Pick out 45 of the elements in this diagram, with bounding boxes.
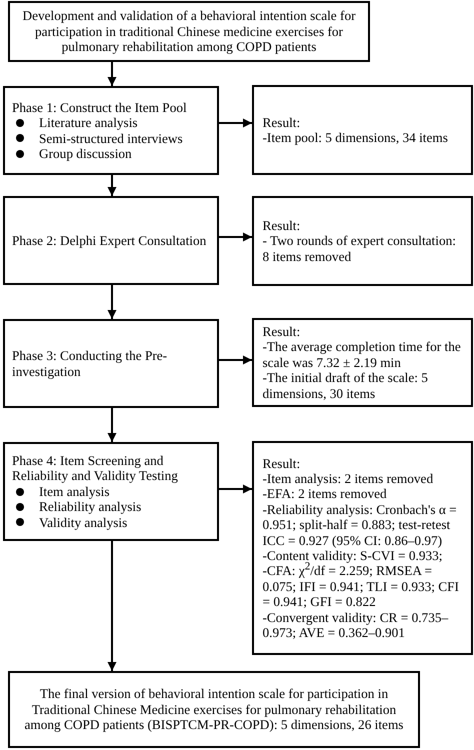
result-item: -The average completion time for the scale was 7.32 ± 2.19 min: [262, 339, 462, 370]
list-item: Semi-structured interviews: [39, 130, 183, 146]
result-heading: Result:: [262, 114, 300, 130]
result-item: -Reliability analysis: Cronbach's α = 0.951; split-half = 0.883; test-retest ICC = 0.927 (95% CI: 0.86–0.97): [262, 502, 458, 548]
arrow: [108, 541, 116, 671]
list-item: Item analysis: [39, 484, 110, 500]
outcome-text: The final version of behavioral intention scale for participation in Traditional Chinese Medicine exercises for pulmonary rehabilitation among COPD patients (BISPTCM-PR-COPD): 5 dimensions, 26 items: [24, 686, 404, 733]
title-text: Development and validation of a behavioral intention scale for participation in traditional Chinese medicine exercises for pulmonary rehabilitation among COPD patients: [21, 8, 357, 55]
arrow: [108, 408, 116, 442]
result-box: [252, 318, 473, 407]
result-heading: Result:: [262, 218, 300, 234]
result-box: [252, 85, 473, 175]
result-box: [252, 441, 473, 655]
result-box: [252, 196, 473, 286]
phase-title: Phase 1: Construct the Item Pool: [12, 100, 187, 116]
result-item: -EFA: 2 items removed: [262, 486, 387, 502]
phase-box: [3, 196, 219, 285]
arrow: [219, 356, 252, 364]
result-item: -Content validity: S-CVI = 0.933;: [262, 548, 442, 563]
phase-title: Phase 4: Item Screening and Reliability and Validity Testing: [12, 452, 179, 484]
outcome-box: [8, 671, 420, 748]
result-heading: Result:: [262, 324, 300, 340]
arrow: [219, 232, 252, 242]
phase-box: [3, 319, 219, 408]
phase-title: Phase 2: Delphi Expert Consultation: [12, 232, 206, 248]
arrow: [219, 118, 252, 128]
phase-box: [3, 442, 219, 541]
arrow: [108, 175, 116, 196]
phase-title: Phase 3: Conducting the Pre-investigation: [12, 348, 168, 379]
result-item: -The initial draft of the scale: 5 dimensions, 30 items: [262, 370, 429, 402]
list-item: Group discussion: [39, 146, 132, 162]
list-item: Reliability analysis: [39, 499, 142, 515]
list-item: Literature analysis: [39, 115, 138, 130]
result-item: -Item analysis: 2 items removed: [262, 470, 434, 486]
arrow: [219, 484, 252, 494]
arrow: [108, 62, 116, 86]
list-item: Validity analysis: [39, 514, 128, 530]
arrow: [108, 285, 116, 319]
result-item: - Two rounds of expert consultation: 8 items removed: [262, 233, 457, 264]
result-item: -Item pool: 5 dimensions, 34 items: [262, 130, 448, 146]
title-box: [8, 1, 370, 62]
result-item: -CFA: χ$^{2}$/df = 2.259; RMSEA = 0.075; IFI = 0.941; TLI = 0.933; CFI = 0.941; GFI = 0.822: [262, 563, 460, 610]
result-item: -Convergent validity: CR = 0.735–0.973; AVE = 0.362–0.901: [262, 610, 450, 640]
phase-box: [3, 86, 219, 175]
result-heading: Result:: [262, 456, 300, 471]
